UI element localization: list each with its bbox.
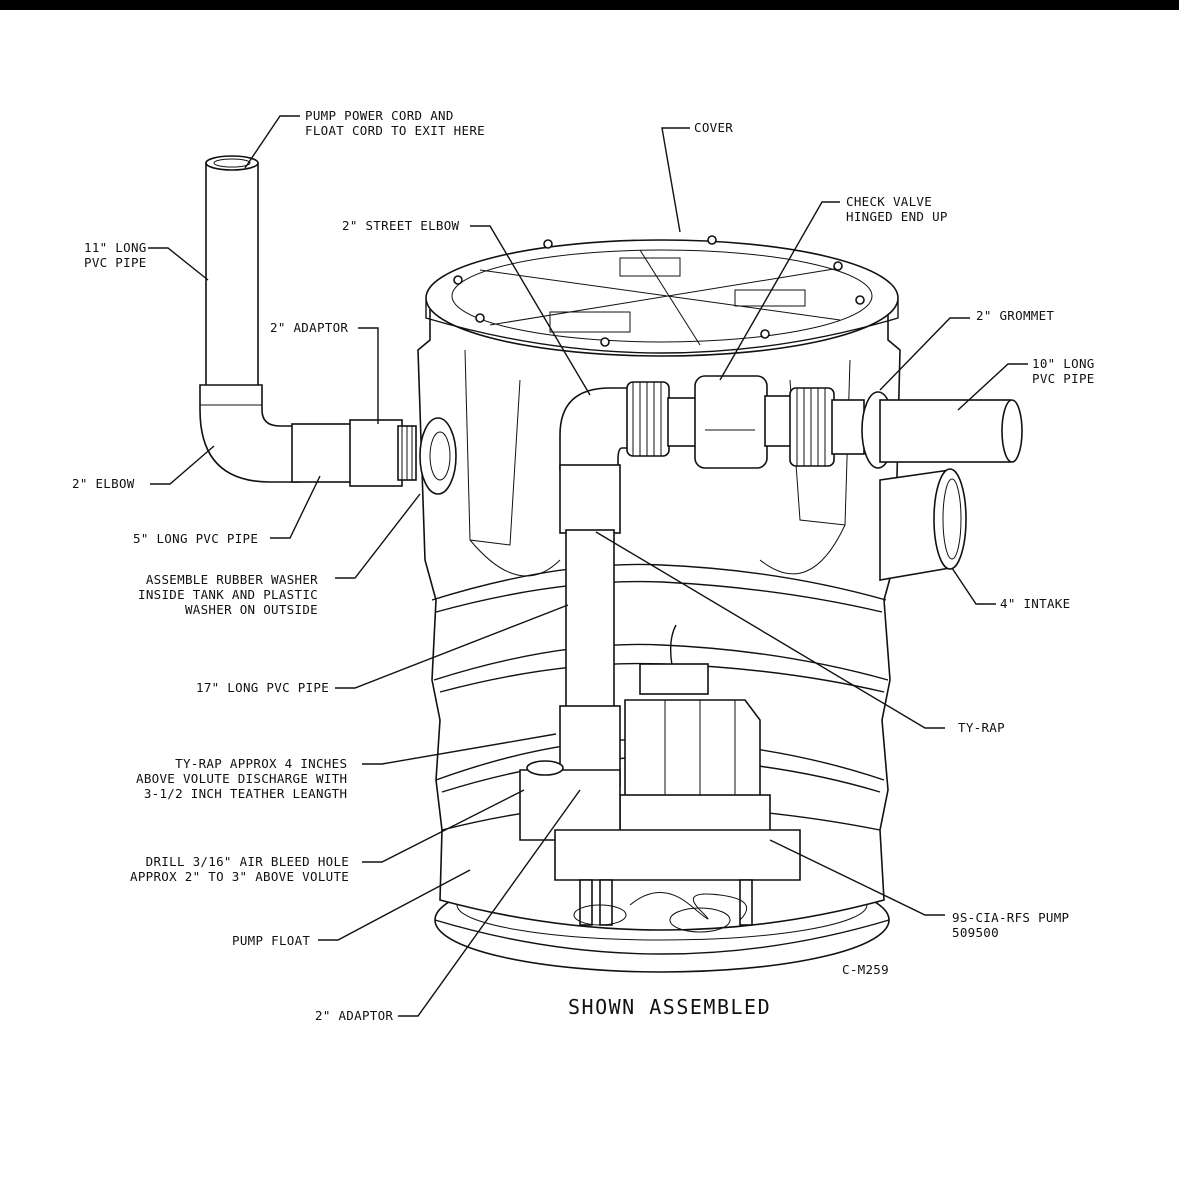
label-adaptor-bottom: 2" ADAPTOR xyxy=(315,1008,394,1023)
label-adaptor-top: 2" ADAPTOR xyxy=(270,320,349,335)
label-street-elbow: 2" STREET ELBOW xyxy=(342,218,460,233)
label-power-cord: PUMP POWER CORD AND FLOAT CORD TO EXIT H… xyxy=(305,108,485,138)
top-border-bar xyxy=(0,0,1179,10)
label-grommet: 2" GROMMET xyxy=(976,308,1055,323)
pump-unit xyxy=(519,624,801,933)
label-drawing-number: C-M259 xyxy=(842,962,889,977)
vertical-discharge-pipe xyxy=(559,464,621,787)
leader-lines xyxy=(148,115,1028,1017)
caption-shown-assembled: SHOWN ASSEMBLED xyxy=(568,995,772,1019)
label-ty-rap: TY-RAP xyxy=(958,720,1005,735)
discharge-piping xyxy=(559,375,1023,471)
intake-hub xyxy=(879,468,967,581)
label-5in-pvc-pipe: 5" LONG PVC PIPE xyxy=(133,531,259,546)
label-air-bleed-hole: DRILL 3/16" AIR BLEED HOLE APPROX 2" TO … xyxy=(130,854,350,884)
label-11in-pvc-pipe: 11" LONG PVC PIPE xyxy=(84,240,147,270)
label-pump-float: PUMP FLOAT xyxy=(232,933,311,948)
tank-cover xyxy=(425,235,899,357)
label-check-valve: CHECK VALVE HINGED END UP xyxy=(846,194,948,224)
label-10in-pvc-pipe: 10" LONG PVC PIPE xyxy=(1032,356,1095,386)
label-rubber-washer: ASSEMBLE RUBBER WASHER INSIDE TANK AND P… xyxy=(138,572,318,617)
label-cover: COVER xyxy=(694,120,734,135)
left-vent-pipe xyxy=(199,155,457,495)
label-pump-model: 9S-CIA-RFS PUMP 509500 xyxy=(952,910,1070,940)
label-elbow: 2" ELBOW xyxy=(72,476,135,491)
label-ty-rap-note: TY-RAP APPROX 4 INCHES ABOVE VOLUTE DISC… xyxy=(136,756,348,801)
label-17in-pvc-pipe: 17" LONG PVC PIPE xyxy=(196,680,330,695)
label-intake: 4" INTAKE xyxy=(1000,596,1071,611)
